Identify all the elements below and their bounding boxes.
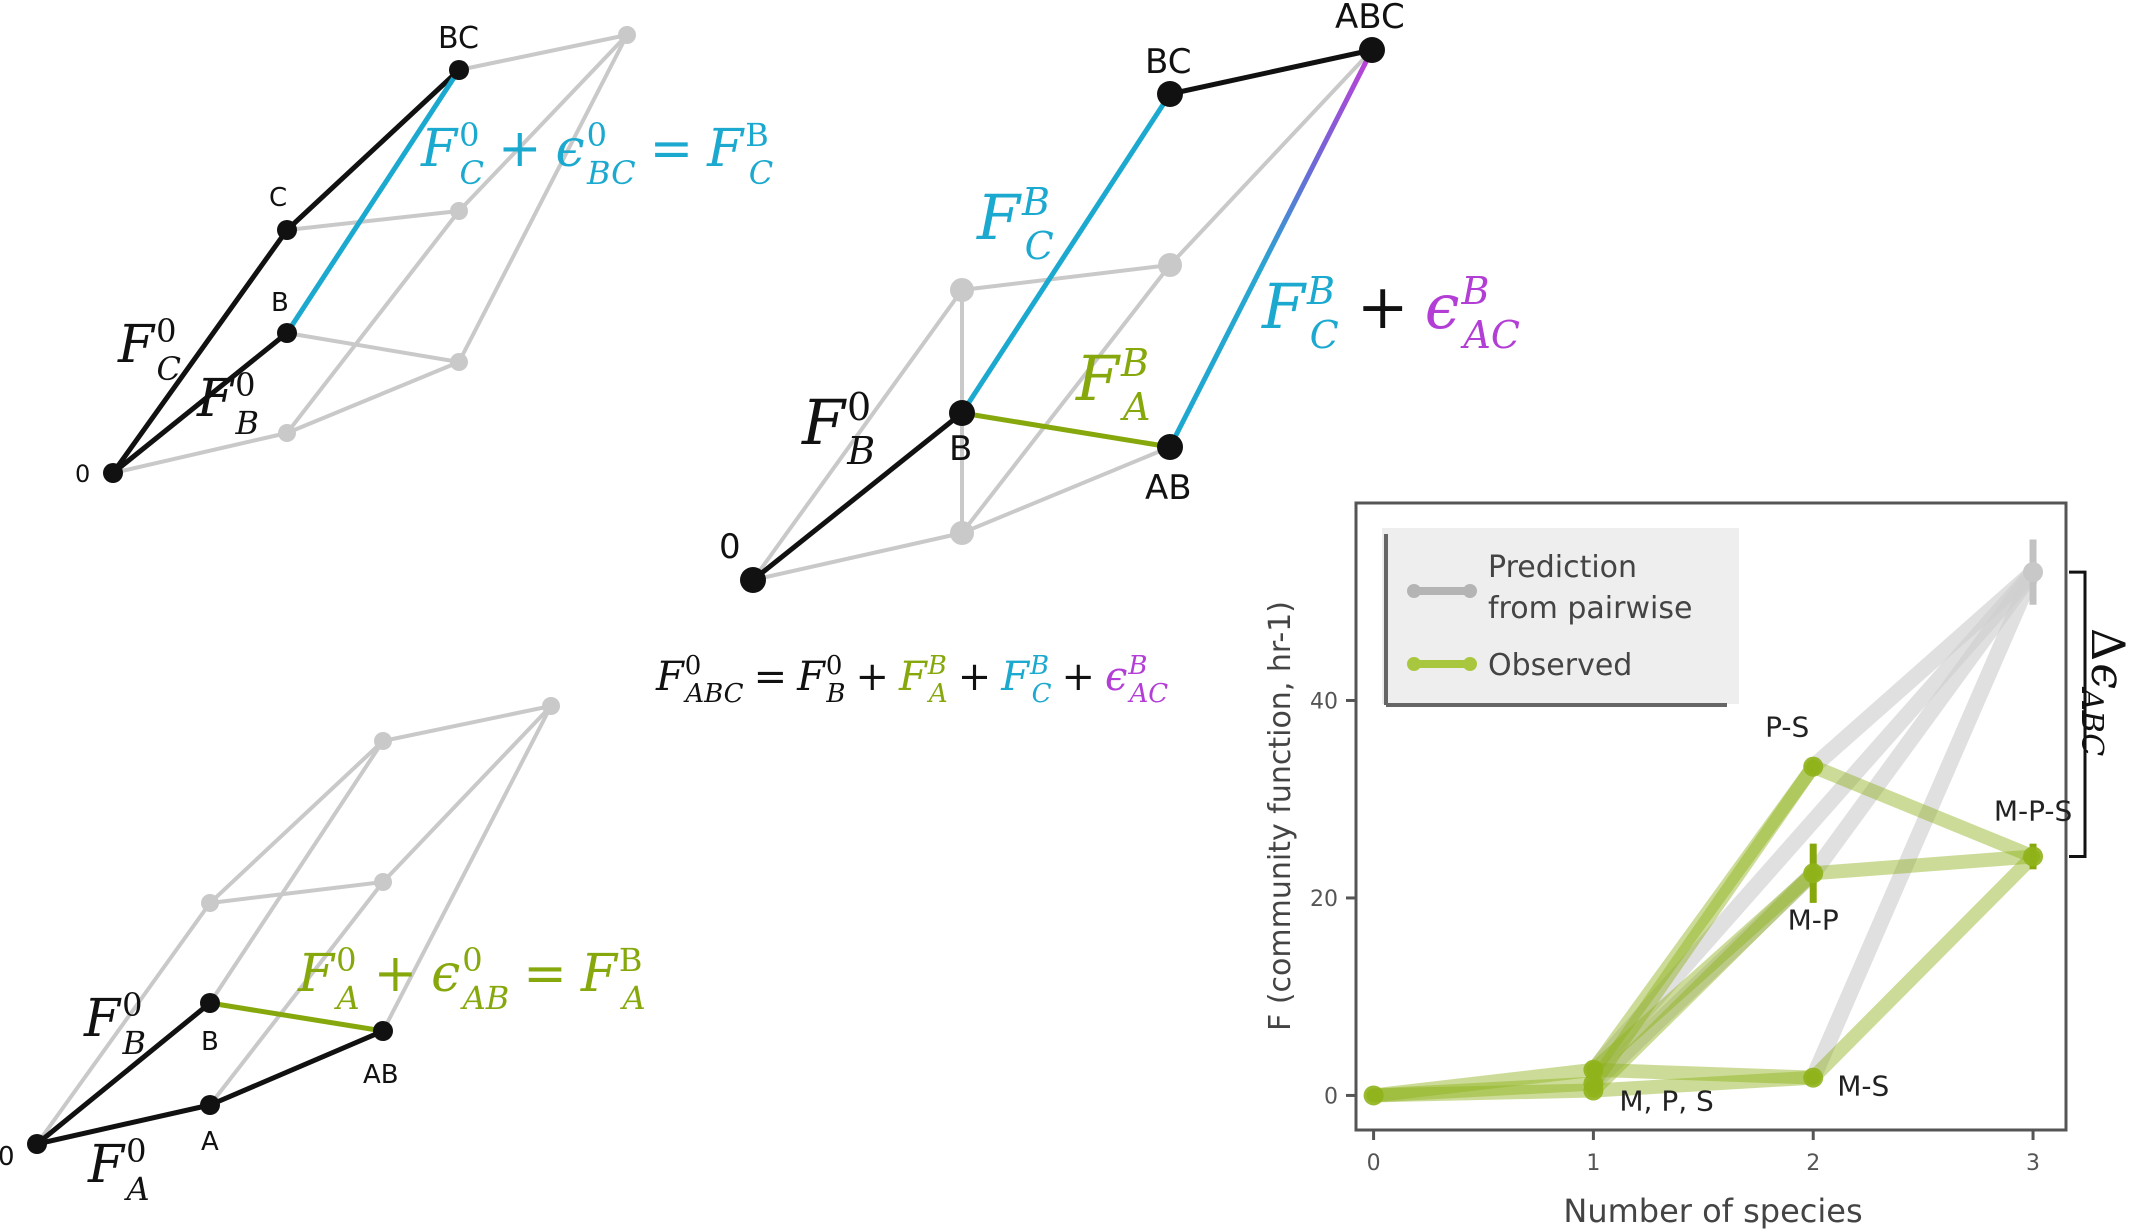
node-label-abc: ABC (1335, 0, 1405, 37)
cube-bl-gray-edges (35, 704, 553, 1146)
data-point (1803, 863, 1824, 884)
cube-bl-green-edge (209, 1000, 384, 1034)
legend: Prediction from pairwise Observed (1382, 528, 1739, 707)
cube-tl-gray-nodes (278, 26, 636, 442)
x-tick-label: 3 (2026, 1151, 2040, 1176)
x-tick-label: 2 (1806, 1151, 1820, 1176)
observed-segment (1806, 849, 2041, 881)
x-axis-label: Number of species (1563, 1192, 1862, 1230)
observed-segment (1586, 866, 1821, 1077)
y-tick-label: 40 (1310, 689, 1338, 714)
node-label-b: B (201, 1027, 219, 1057)
data-point (1363, 1085, 1384, 1106)
legend-dot (1407, 657, 1421, 671)
observed-segment (1366, 1076, 1601, 1103)
delta-epsilon-label: ΔϵABC (2074, 628, 2135, 756)
observed-segment (1586, 866, 1821, 1098)
x-tick-label: 1 (1586, 1151, 1600, 1176)
data-point (1583, 1080, 1604, 1101)
legend-label-prediction-line2: from pairwise (1488, 591, 1692, 626)
observed-segment (1586, 759, 1821, 1077)
y-tick-label: 20 (1310, 887, 1338, 912)
bracket-line (2069, 570, 2087, 858)
observed-segment (1586, 1062, 1821, 1085)
node-label-bc: BC (438, 21, 479, 56)
point-label: M-S (1837, 1070, 1889, 1103)
legend-dot (1463, 657, 1477, 671)
point-label: M, P, S (1619, 1085, 1713, 1118)
x-tick-label: 0 (1367, 1151, 1381, 1176)
point-label: P-S (1765, 711, 1809, 744)
cube-center-gradient-edge (1167, 48, 1375, 449)
chart-marks: M, P, S M-P P-S M-S M-P-S (1363, 539, 2072, 1118)
prediction-segment (1805, 564, 2042, 1086)
legend-label-observed: Observed (1488, 648, 1632, 683)
cube-center-gray-nodes (950, 253, 1182, 545)
node-label-bc: BC (1145, 42, 1191, 82)
cube-tl-blue-edge (284, 68, 462, 335)
data-point (2023, 562, 2044, 583)
point-label: M-P (1788, 903, 1839, 936)
node-label-ab: AB (1145, 468, 1192, 508)
node-label-b: B (949, 429, 972, 469)
legend-label-prediction-line1: Prediction (1488, 550, 1637, 585)
data-point (1803, 756, 1824, 777)
cube-tl-black-nodes (103, 60, 469, 483)
legend-dot (1407, 584, 1421, 598)
prediction-segment (1585, 564, 2042, 1078)
data-point (1583, 1059, 1604, 1080)
observed-segment (1366, 1083, 1601, 1103)
node-label-zero: 0 (75, 460, 90, 488)
y-tick-label: 0 (1324, 1084, 1338, 1109)
cube-bl-gray-nodes (201, 697, 560, 912)
node-label-zero: 0 (719, 527, 741, 567)
cube-center-black-nodes (740, 37, 1385, 593)
legend-dot (1463, 584, 1477, 598)
node-label-b: B (271, 288, 289, 318)
observed-segment (1806, 759, 2041, 864)
node-label-zero: 0 (0, 1142, 15, 1172)
chart-axes: 0 1 2 3 0 20 40 (1310, 689, 2040, 1176)
prediction-segment (1585, 865, 1822, 1092)
y-axis-label: F (community function, hr-1) (1263, 601, 1298, 1031)
observed-segment (1366, 1062, 1601, 1103)
cube-bl-black-nodes (27, 993, 393, 1154)
cube-center-black-edges (751, 47, 1373, 582)
cube-bl-black-edges (35, 1001, 384, 1147)
point-label: M-P-S (1994, 794, 2072, 827)
cube-center-green-edge (961, 410, 1171, 450)
data-point (2023, 846, 2044, 867)
node-label-c: C (269, 183, 287, 213)
observed-segment (1586, 759, 1821, 1091)
cube-tl-gray-edges (112, 33, 629, 475)
data-point (1803, 1067, 1824, 1088)
chart: M, P, S M-P P-S M-S M-P-S 0 1 2 3 0 20 40 Predicti… (1263, 501, 2135, 1230)
observed-segment (1586, 1070, 1821, 1098)
cube-tl-black-edges (110, 68, 461, 475)
cube-center-blue-edge (959, 92, 1173, 415)
node-label-ab: AB (363, 1060, 399, 1090)
legend-box (1382, 528, 1739, 704)
delta-bracket (2069, 570, 2087, 858)
observed-segment (1806, 849, 2041, 1085)
node-label-a: A (201, 1127, 219, 1157)
